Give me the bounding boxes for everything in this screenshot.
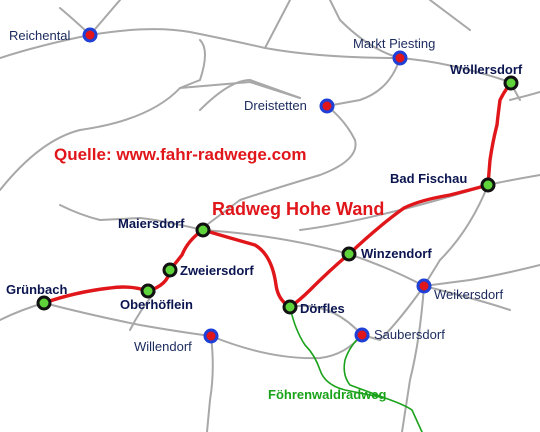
stop-marker-grunbach[interactable]	[36, 295, 52, 311]
road	[264, 0, 291, 49]
secondary-route-branch	[343, 334, 386, 399]
route-title: Radweg Hohe Wand	[212, 199, 384, 219]
stop-marker-dorfles[interactable]	[282, 299, 298, 315]
stop-label-zweiersdorf: Zweiersdorf	[180, 263, 254, 278]
town-markers	[82, 27, 432, 344]
road	[199, 79, 301, 111]
stop-markers	[36, 75, 519, 315]
town-marker-markt-piesting[interactable]	[392, 50, 408, 66]
road	[509, 91, 540, 101]
road	[401, 285, 425, 432]
road	[59, 204, 204, 231]
road	[423, 285, 511, 311]
town-label-markt-piesting: Markt Piesting	[353, 36, 435, 51]
road	[210, 334, 363, 360]
road	[179, 81, 301, 99]
secondary-route-branch	[289, 306, 386, 399]
stop-label-oberhoflein: Oberhöflein	[120, 297, 193, 312]
stop-marker-bad-fischau[interactable]	[480, 177, 496, 193]
town-label-reichental: Reichental	[9, 28, 71, 43]
stop-marker-zweiersdorf[interactable]	[162, 262, 178, 278]
town-label-saubersdorf: Saubersdorf	[374, 327, 445, 342]
secondary-route-branch	[384, 397, 423, 432]
road	[206, 335, 214, 432]
secondary-route-title: Föhrenwaldradweg	[268, 387, 387, 402]
road	[0, 39, 206, 191]
road	[487, 174, 540, 186]
town-marker-willendorf[interactable]	[203, 328, 219, 344]
secondary-route-line	[289, 306, 423, 432]
town-marker-weikersdorf[interactable]	[416, 278, 432, 294]
town-label-dreistetten: Dreistetten	[244, 98, 307, 113]
stop-label-dorfles: Dörfles	[300, 301, 345, 316]
road	[361, 285, 425, 341]
source-note: Quelle: www.fahr-radwege.com	[54, 145, 307, 164]
town-label-willendorf: Willendorf	[134, 339, 192, 354]
road	[43, 302, 212, 337]
road	[289, 304, 363, 336]
town-label-weikersdorf: Weikersdorf	[434, 287, 504, 302]
road	[423, 184, 489, 287]
road	[429, 0, 471, 31]
stop-marker-winzendorf[interactable]	[341, 246, 357, 262]
stop-label-winzendorf: Winzendorf	[361, 246, 432, 261]
stop-label-bad-fischau: Bad Fischau	[390, 171, 467, 186]
main-route-line	[42, 81, 513, 309]
town-marker-reichental[interactable]	[82, 27, 98, 43]
stop-label-wollersdorf: Wöllersdorf	[450, 62, 523, 77]
stop-marker-wollersdorf[interactable]	[503, 75, 519, 91]
stop-marker-oberhoflein[interactable]	[140, 283, 156, 299]
stop-marker-maiersdorf[interactable]	[195, 222, 211, 238]
road	[326, 57, 401, 107]
stop-label-maiersdorf: Maiersdorf	[118, 216, 185, 231]
stop-label-grunbach: Grünbach	[6, 282, 67, 297]
town-marker-dreistetten[interactable]	[319, 98, 335, 114]
road	[423, 264, 540, 287]
road	[199, 105, 357, 231]
town-marker-saubersdorf[interactable]	[354, 327, 370, 343]
